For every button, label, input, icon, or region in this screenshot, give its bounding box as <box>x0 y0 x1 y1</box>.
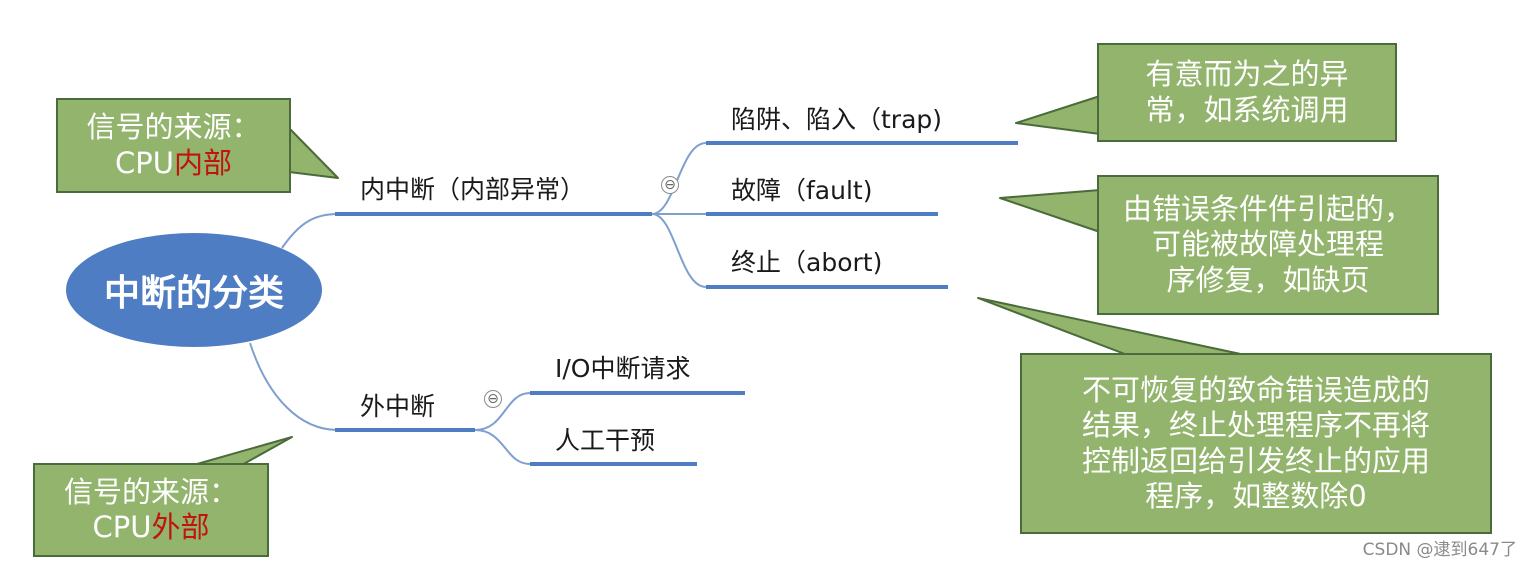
connector-external-manual <box>474 429 531 465</box>
tail-external-source <box>189 436 293 467</box>
watermark: CSDN @逮到647了 <box>1362 540 1517 560</box>
callout-line: 程序，如整数除0 <box>1145 478 1367 513</box>
leaf-io-label[interactable]: I/O中断请求 <box>555 354 691 383</box>
callout-line: 由错误条件件引起的， <box>1122 191 1413 226</box>
connector-internal-abort <box>651 213 707 288</box>
tail-internal-source <box>288 127 339 179</box>
collapse-toggle-internal[interactable]: ⊖ <box>661 176 679 194</box>
leaf-fault-label[interactable]: 故障（fault) <box>731 176 873 205</box>
callout-highlight: 内部 <box>173 145 232 180</box>
callout-internal-source: 信号的来源： CPU内部 <box>56 98 291 193</box>
callout-line: 序修复，如缺页 <box>1166 262 1370 297</box>
callout-line: 控制返回给引发终止的应用 <box>1081 443 1430 478</box>
connector-root-internal <box>281 213 339 249</box>
collapse-icon: ⊖ <box>487 391 499 407</box>
callout-line: 常，如系统调用 <box>1145 92 1349 127</box>
tail-fault-note <box>999 189 1101 233</box>
branch-internal-label[interactable]: 内中断（内部异常） <box>360 175 586 204</box>
connector-root-external <box>249 342 339 431</box>
collapse-toggle-external[interactable]: ⊖ <box>484 390 502 408</box>
callout-line: 有意而为之的异 <box>1145 57 1349 92</box>
callout-line: 可能被故障处理程 <box>1151 227 1384 262</box>
collapse-icon: ⊖ <box>664 177 676 193</box>
leaf-manual-label[interactable]: 人工干预 <box>555 426 656 455</box>
leaf-abort-label[interactable]: 终止（abort) <box>731 248 883 277</box>
connector-external-io <box>474 392 531 431</box>
leaf-trap-label[interactable]: 陷阱、陷入（trap) <box>731 105 943 134</box>
callout-external-source: 信号的来源： CPU外部 <box>33 463 269 557</box>
root-node[interactable]: 中断的分类 <box>66 233 322 347</box>
callout-line: 信号的来源： <box>63 474 238 509</box>
root-label: 中断的分类 <box>103 273 284 314</box>
callout-line: 信号的来源： <box>86 110 261 145</box>
callout-highlight: 外部 <box>151 510 210 544</box>
callout-trap-note: 有意而为之的异 常，如系统调用 <box>1097 43 1397 142</box>
callout-line: 不可恢复的致命错误造成的 <box>1081 372 1430 407</box>
callout-prefix: CPU <box>115 145 174 180</box>
callout-prefix: CPU <box>92 510 152 544</box>
connector-internal-trap <box>651 142 707 215</box>
callout-line: CPU内部 <box>115 146 232 181</box>
callout-fault-note: 由错误条件件引起的， 可能被故障处理程 序修复，如缺页 <box>1097 175 1439 315</box>
callout-abort-note: 不可恢复的致命错误造成的 结果，终止处理程序不再将 控制返回给引发终止的应用 程… <box>1020 353 1492 534</box>
callout-line: 结果，终止处理程序不再将 <box>1081 408 1430 443</box>
callout-line: CPU外部 <box>93 510 210 545</box>
branch-external-label[interactable]: 外中断 <box>360 392 436 421</box>
tail-trap-note <box>1015 95 1101 135</box>
